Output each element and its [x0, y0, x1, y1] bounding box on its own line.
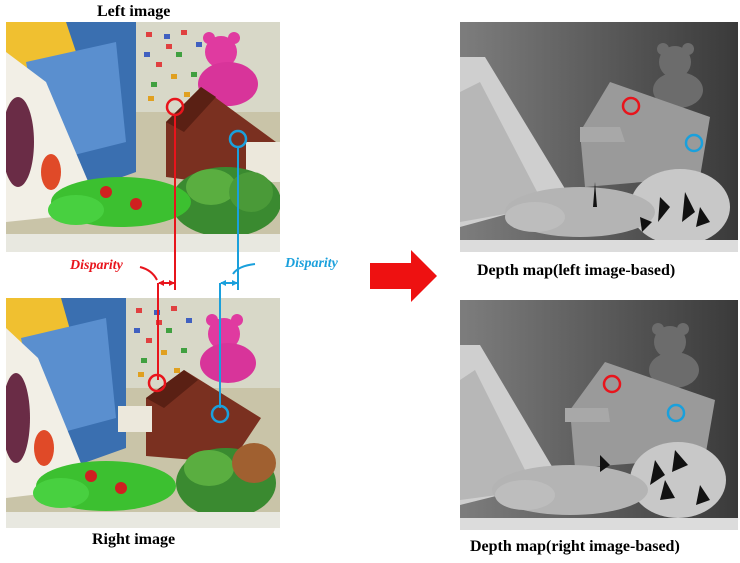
red-circle-depth-left — [621, 96, 641, 116]
blue-circle-depth-right — [666, 403, 686, 423]
left-image-title: Left image — [97, 3, 171, 20]
blue-circle-left — [228, 129, 248, 149]
blue-circle-right — [210, 404, 230, 424]
right-stereo-image — [6, 298, 280, 528]
red-circle-right — [147, 373, 167, 393]
disparity-label-red: Disparity — [70, 258, 123, 273]
left-stereo-image — [6, 22, 280, 252]
right-image-title: Right image — [92, 531, 176, 548]
disparity-label-blue: Disparity — [285, 256, 338, 271]
depth-map-left — [460, 22, 738, 252]
blue-circle-depth-left — [684, 133, 704, 153]
depth-left-title: Depth map(left image-based) — [477, 262, 676, 279]
depth-right-title: Depth map(right image-based) — [470, 538, 680, 555]
red-circle-depth-right — [602, 374, 622, 394]
red-circle-left — [165, 97, 185, 117]
right-arrow-icon — [370, 250, 437, 302]
